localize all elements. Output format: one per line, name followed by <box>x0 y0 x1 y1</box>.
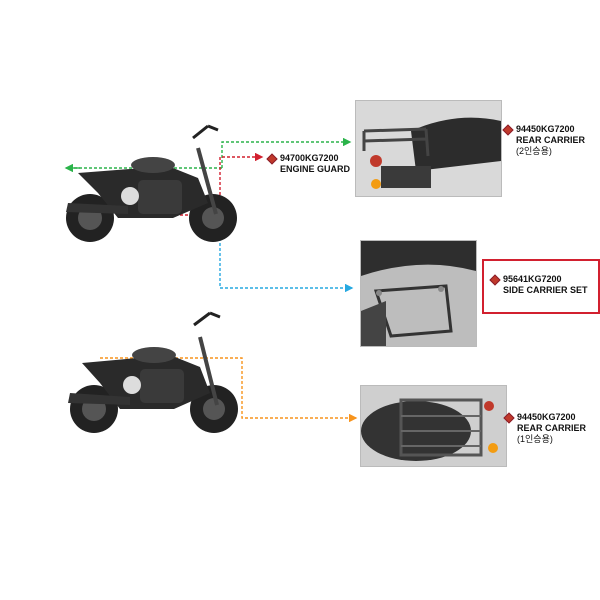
part-code: 94450KG7200 <box>516 124 575 134</box>
part-code: 94450KG7200 <box>517 412 576 422</box>
diamond-icon <box>266 153 278 165</box>
part-label-engine-guard: 94700KG7200 ENGINE GUARD <box>266 153 351 175</box>
part-label-rear-carrier-1seat: 94450KG7200 REAR CARRIER (1인승용) <box>503 412 587 445</box>
part-name: REAR CARRIER <box>516 135 586 145</box>
rear-carrier-1seat-photo <box>360 385 507 467</box>
part-label-rear-carrier-2seat: 94450KG7200 REAR CARRIER (2인승용) <box>502 124 586 157</box>
motorcycle-bottom-image <box>62 305 247 440</box>
part-note: (1인승용) <box>517 434 553 444</box>
part-name: REAR CARRIER <box>517 423 587 433</box>
diamond-icon <box>503 412 515 424</box>
rear-carrier-2seat-photo <box>355 100 502 197</box>
part-name: SIDE CARRIER SET <box>503 285 588 295</box>
motorcycle-top-image <box>58 118 248 250</box>
part-code: 94700KG7200 <box>280 153 339 163</box>
part-note: (2인승용) <box>516 146 552 156</box>
diamond-icon <box>502 124 514 136</box>
side-carrier-photo <box>360 240 477 347</box>
diamond-icon <box>489 274 501 286</box>
part-label-side-carrier: 95641KG7200 SIDE CARRIER SET <box>489 274 588 296</box>
part-name: ENGINE GUARD <box>280 164 351 174</box>
part-code: 95641KG7200 <box>503 274 562 284</box>
side-carrier-highlight-box <box>482 259 600 314</box>
